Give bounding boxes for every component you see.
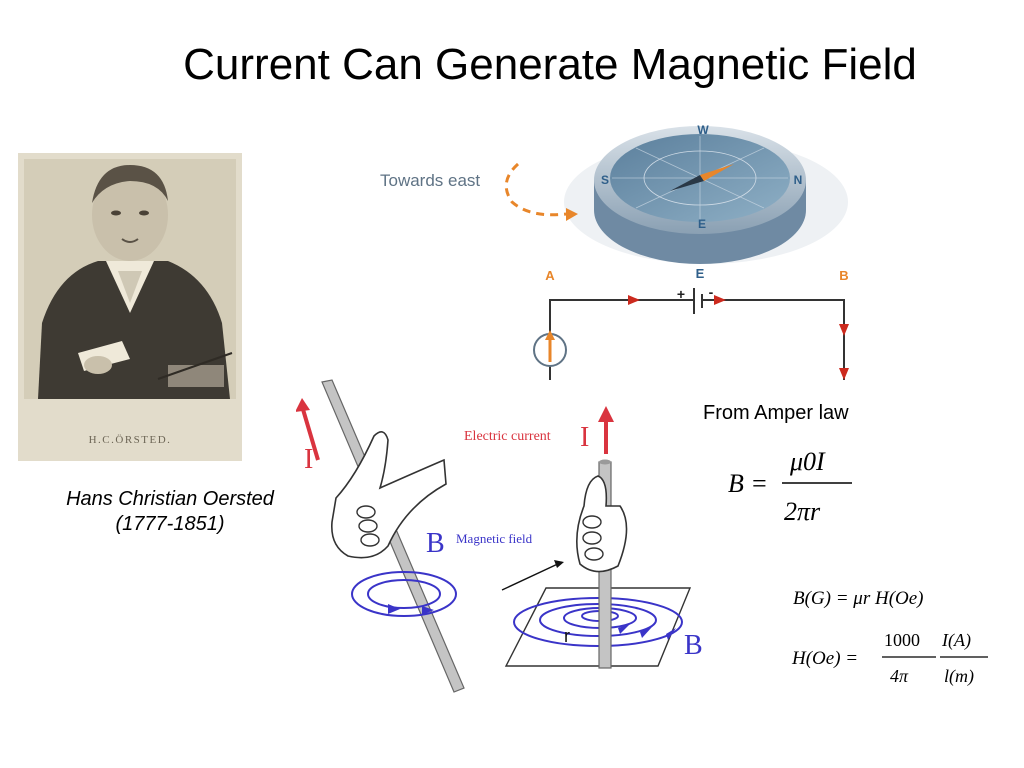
person-name: Hans Christian Oersted [66, 488, 274, 510]
amper-law-label: From Amper law [703, 402, 849, 424]
oersted-portrait: H.C.ÖRSTED. [18, 153, 242, 461]
ampere-lhs: B = [728, 469, 768, 498]
ampere-numerator: μ0I [789, 447, 826, 476]
ampere-denominator: 2πr [784, 497, 821, 526]
compass-circuit-diagram: W S N E Towards east A E B + - [380, 123, 849, 380]
towards-east-arrow [504, 162, 567, 217]
portrait-caption: H.C.ÖRSTED. [89, 434, 172, 446]
field-symbol-left: B [426, 528, 445, 559]
compass-label-n: N [794, 173, 803, 187]
radius-label: r [564, 626, 570, 646]
right-hand-rule-diagram: I B Magnetic field Electric current I r … [296, 379, 703, 693]
magnetic-field-label: Magnetic field [456, 531, 533, 546]
compass-label-s: S [601, 173, 609, 187]
oersted-num2: I(A) [941, 630, 971, 651]
radius-pointer [501, 561, 563, 591]
portrait-engraving: H.C.ÖRSTED. [18, 153, 242, 461]
oersted-den1: 4π [890, 666, 909, 686]
electric-current-label: Electric current [464, 429, 551, 444]
circuit-point-e: E [696, 266, 705, 281]
current-symbol-left: I [304, 444, 313, 475]
circuit-point-a: A [545, 268, 555, 283]
field-symbol-right: B [684, 630, 703, 661]
circuit-wires [549, 288, 845, 380]
battery-minus: - [709, 284, 714, 300]
compass-label-e: E [698, 217, 706, 231]
battery-plus: + [677, 286, 685, 302]
compass-needle-orange [700, 164, 734, 181]
ampere-formula: B = μ0I 2πr [728, 447, 852, 526]
oersted-lhs: H(Oe) = [791, 648, 858, 669]
gauss-formula: B(G) = μr H(Oe) [793, 588, 924, 609]
oersted-num1: 1000 [884, 630, 920, 650]
compass-label-w: W [697, 123, 709, 137]
oersted-formula: H(Oe) = 1000 4π I(A) l(m) [791, 630, 988, 687]
current-symbol-right: I [580, 422, 589, 453]
circuit-point-b: B [839, 268, 848, 283]
person-years: (1777-1851) [115, 513, 225, 535]
current-arrow-left [300, 405, 320, 461]
left-hand [331, 431, 447, 559]
oersted-den2: l(m) [944, 666, 974, 687]
towards-east-label: Towards east [380, 171, 480, 190]
compass-needle-dark [670, 175, 704, 191]
right-hand [576, 475, 628, 573]
field-loops-left [351, 571, 457, 617]
person-caption: Hans Christian Oersted (1777-1851) [20, 487, 320, 537]
slide-title: Current Can Generate Magnetic Field [183, 40, 917, 89]
